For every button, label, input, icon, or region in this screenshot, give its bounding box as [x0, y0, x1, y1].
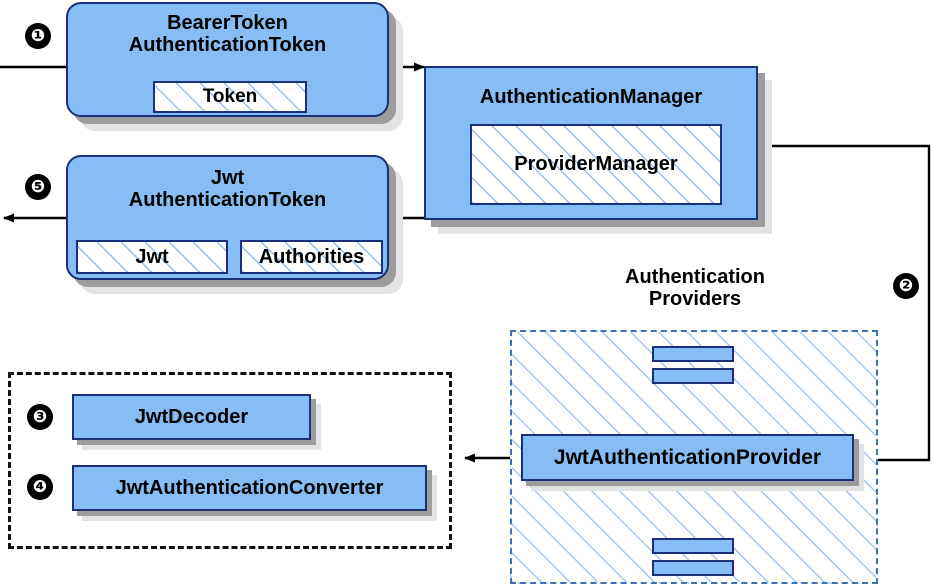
node-title: JwtDecoder [134, 405, 249, 428]
step-badge-1: ❶ [25, 23, 51, 49]
step-badge-4: ❹ [27, 474, 53, 500]
authentication-providers-label: Authentication Providers [625, 266, 765, 311]
step-badge-2: ❷ [893, 273, 919, 299]
inner-box-provider-manager: ProviderManager [470, 124, 722, 205]
provider-stub-bottom-1 [652, 538, 734, 554]
provider-stub-top-1 [652, 346, 734, 362]
node-title: BearerToken AuthenticationToken [128, 12, 327, 57]
provider-stub-bottom-2 [652, 560, 734, 576]
step-badge-3: ❸ [27, 404, 53, 430]
step-badge-5: ❺ [25, 174, 51, 200]
provider-stub-top-2 [652, 368, 734, 384]
node-authentication-manager[interactable]: AuthenticationManager ProviderManager [424, 66, 758, 220]
node-title: AuthenticationManager [479, 86, 703, 108]
inner-box-authorities: Authorities [240, 240, 383, 274]
node-title: Jwt AuthenticationToken [128, 167, 327, 212]
node-bearer-token-authentication-token[interactable]: BearerToken AuthenticationToken Token [66, 2, 389, 117]
inner-box-token: Token [153, 81, 307, 113]
node-title: JwtAuthenticationConverter [115, 476, 384, 499]
node-jwt-authentication-provider[interactable]: JwtAuthenticationProvider [521, 434, 854, 481]
inner-box-jwt: Jwt [76, 240, 228, 274]
connector-manager-to-provider [758, 144, 931, 465]
node-jwt-authentication-token[interactable]: Jwt AuthenticationToken Jwt Authorities [66, 155, 389, 280]
node-title: JwtAuthenticationProvider [553, 445, 822, 469]
jwt-helpers-group [8, 372, 452, 549]
node-jwt-decoder[interactable]: JwtDecoder [72, 394, 311, 440]
node-jwt-authentication-converter[interactable]: JwtAuthenticationConverter [72, 465, 427, 511]
